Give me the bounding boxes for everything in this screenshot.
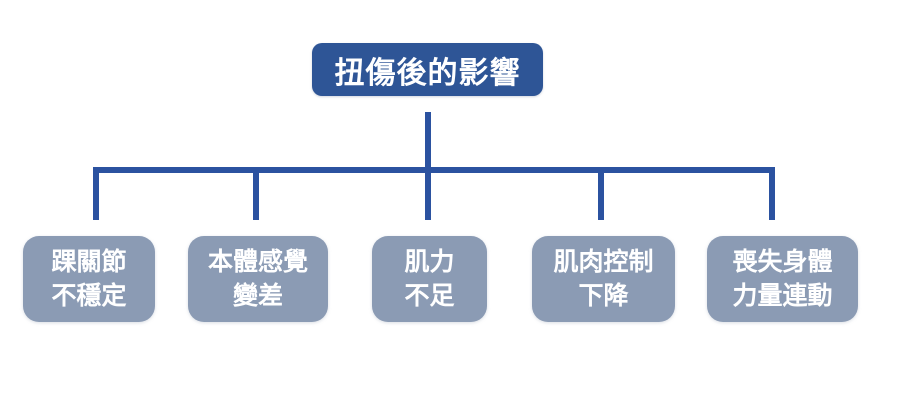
node-muscle-control-decline: 肌肉控制 下降 (532, 236, 675, 322)
node-label-line: 肌肉控制 (553, 248, 654, 276)
connector-stem (425, 112, 431, 167)
node-proprioception-decline: 本體感覺 變差 (188, 236, 328, 322)
connector-drop-4 (598, 173, 604, 220)
node-label-line: 肌力 (404, 248, 455, 276)
connector-drop-3 (425, 173, 431, 220)
node-muscle-weakness: 肌力 不足 (372, 236, 487, 322)
node-label-line: 本體感覺 (207, 248, 308, 276)
node-label-line: 變差 (232, 282, 283, 310)
connector-drop-2 (253, 173, 259, 220)
node-label-line: 下降 (578, 282, 629, 310)
connector-drop-5 (769, 173, 775, 220)
node-root-label: 扭傷後的影響 (334, 56, 521, 90)
node-label-line: 喪失身體 (732, 248, 833, 276)
node-label-line: 不穩定 (51, 282, 127, 310)
node-label-line: 不足 (404, 282, 455, 310)
node-root: 扭傷後的影響 (312, 43, 543, 96)
connector-drop-1 (93, 173, 99, 220)
node-label-line: 踝關節 (51, 248, 127, 276)
node-loss-of-body-linkage: 喪失身體 力量連動 (707, 236, 858, 322)
node-ankle-instability: 踝關節 不穩定 (23, 236, 155, 322)
connector-horizontal (93, 167, 775, 173)
node-label-line: 力量連動 (732, 282, 833, 310)
